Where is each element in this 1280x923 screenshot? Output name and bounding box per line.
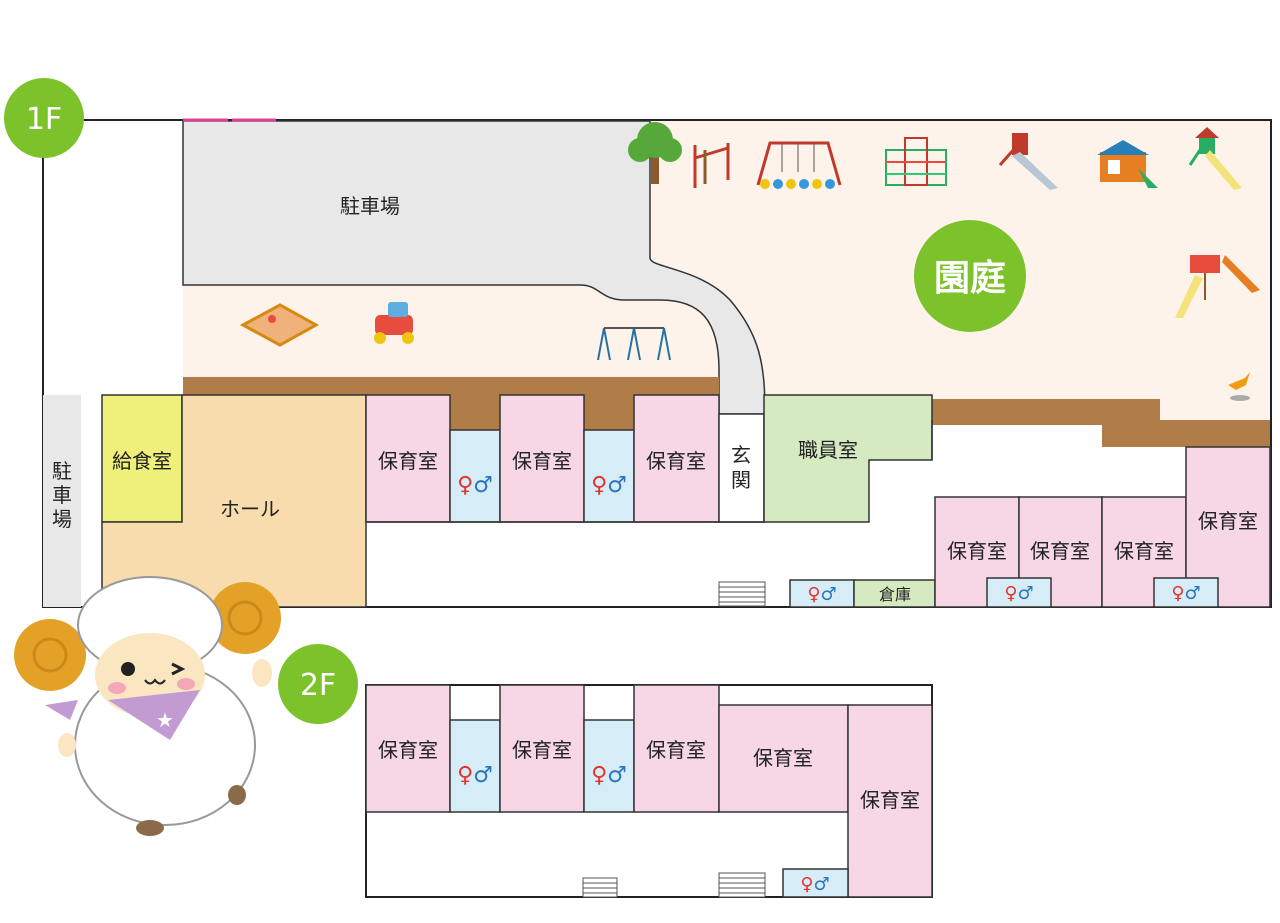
yard-badge [914,220,1026,332]
entrance-char-1: 玄 [731,443,751,467]
toilet-room [583,719,635,813]
ride-on-car-icon [374,302,414,344]
svg-text:★: ★ [156,708,174,732]
parking-side-label: 駐 車 場 [52,459,72,531]
restroom-icon: ♀♂ [457,763,493,788]
veranda-corridor [450,395,500,430]
jungle-gym-icon [885,137,947,186]
toilet-room [449,719,501,813]
entrance-char-2: 関 [731,468,751,492]
entrance-room [718,413,765,523]
floor-label-1f: 1F [26,102,62,137]
parking-side-char-3: 場 [52,507,72,531]
restroom-icon: ♀♂ [807,584,836,605]
monkey-bars-icon [693,143,730,188]
nursery-label: 保育室 [753,746,813,770]
nursery-room [633,684,720,813]
slide-icon [1188,127,1242,190]
nursery-label: 保育室 [947,539,1007,563]
stairs-icon [582,877,618,898]
restroom-icon: ♀♂ [1004,583,1033,604]
nursery-room [499,684,585,813]
slide-icon [998,133,1058,190]
nursery-room [847,704,933,898]
nursery-label: 保育室 [378,449,438,473]
restroom-icon: ♀♂ [800,874,829,895]
entrance-label: 玄 関 [731,443,751,492]
parking-top-label: 駐車場 [340,194,400,218]
swing-set-icon [756,141,842,189]
nursery-label: 保育室 [512,449,572,473]
parking-side-char-1: 駐 [52,459,72,483]
toilet-room [986,577,1052,608]
toilet-room [782,868,849,898]
restroom-icon: ♀♂ [1171,583,1200,604]
restroom-icon: ♀♂ [457,473,493,498]
nursery-label: 保育室 [646,449,706,473]
nursery-room [365,394,451,523]
veranda-corridor-east [932,399,1270,447]
nursery-label: 保育室 [646,738,706,762]
tree-icon [628,122,682,184]
storage-label: 倉庫 [879,585,911,604]
floor-badge-1f [4,78,84,158]
combination-slide-icon [1175,255,1260,318]
stairs-icon [718,581,766,607]
nursery-label: 保育室 [1114,539,1174,563]
sheep-mascot-illustration: ★ [14,576,281,836]
stairs-icon [718,872,766,898]
parking-lot-side [43,395,81,607]
floor-badge-2f [278,644,358,724]
veranda-corridor [183,377,719,395]
toilet-room [1153,577,1219,608]
nursery-label: 保育室 [1030,539,1090,563]
swing-set-icon [597,327,671,361]
sandbox-icon [239,303,320,347]
hall-label: ホール [220,497,280,521]
nursery-label: 保育室 [378,738,438,762]
storage-room [853,579,936,608]
nursery-label: 保育室 [860,788,920,812]
veranda-corridor [584,395,634,430]
floor-label-2f: 2F [300,668,336,703]
parking-side-char-2: 車 [52,483,72,507]
nursery-label: 保育室 [1198,509,1258,533]
play-house-icon [1097,140,1158,188]
restroom-icon: ♀♂ [591,473,627,498]
toilet-room [583,429,635,523]
restroom-icon: ♀♂ [591,763,627,788]
nursery-label: 保育室 [512,738,572,762]
toilet-room [789,579,855,608]
staff-label: 職員室 [798,438,858,462]
kitchen-label: 給食室 [112,449,172,473]
spring-rider-icon [1228,372,1250,401]
yard-label: 園庭 [934,258,1006,299]
